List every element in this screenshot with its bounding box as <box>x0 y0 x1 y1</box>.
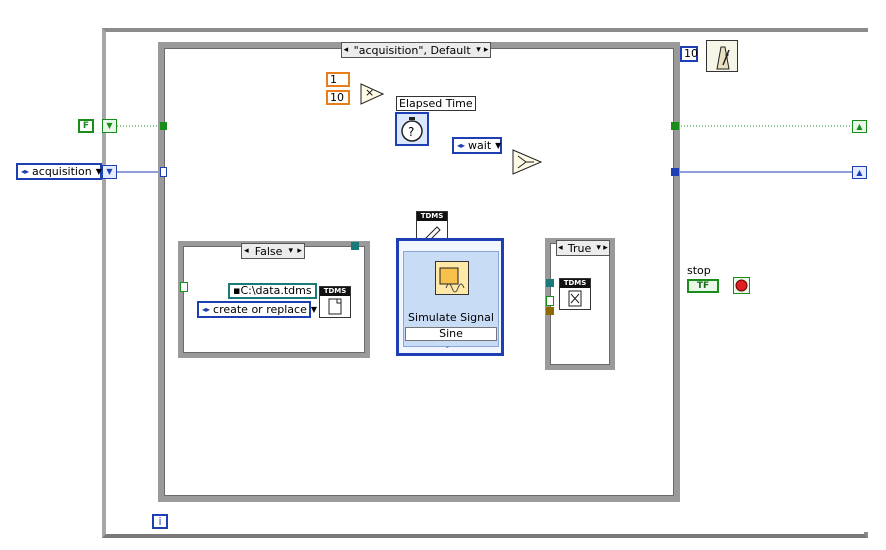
true-case-data-tunnel <box>546 307 554 315</box>
true-case-selector[interactable]: ◂ True ▾ ▸ <box>556 240 610 256</box>
outer-case-selector-label: "acquisition", Default <box>353 43 471 57</box>
case-tunnel-enum-right <box>671 168 679 176</box>
enum-updown-icon[interactable]: ◂▸ <box>202 305 211 314</box>
state-enum-constant[interactable]: ◂▸ acquisition ▼ <box>16 163 102 180</box>
true-case-refnum-tunnel <box>546 279 554 287</box>
chevron-down-icon[interactable]: ▼ <box>495 141 502 150</box>
selector-arrows-icon[interactable]: ◂ <box>343 45 349 55</box>
tdms-open-header: TDMS <box>320 287 350 296</box>
false-case-selector-tunnel <box>180 282 188 292</box>
multiply-node[interactable]: × <box>360 83 385 105</box>
false-case-label: False <box>254 244 283 258</box>
wait-enum-constant[interactable]: ◂▸ wait ▼ <box>452 137 502 154</box>
enum-updown-icon[interactable]: ◂▸ <box>21 167 30 176</box>
outer-case-selector[interactable]: ◂ "acquisition", Default ▾ ▸ <box>341 42 491 58</box>
shift-register-bool-icon[interactable]: ▼ <box>102 119 117 133</box>
wait-enum-value: wait <box>468 139 492 152</box>
chevron-down-icon[interactable]: ▼ <box>95 167 102 176</box>
file-path-constant[interactable]: ▪C:\data.tdms <box>228 283 317 299</box>
case-selector-tunnel <box>160 167 167 177</box>
chevron-down-icon[interactable]: ▾ <box>596 243 601 253</box>
chevron-down-icon[interactable]: ▼ <box>310 305 317 314</box>
chevron-down-icon[interactable]: ▾ <box>288 246 294 256</box>
svg-text:?: ? <box>408 125 414 139</box>
metronome-icon[interactable] <box>706 40 738 72</box>
tdms-write-header: TDMS <box>417 212 447 221</box>
file-operation-enum[interactable]: ◂▸ create or replace ▼ <box>197 301 317 318</box>
simulate-signal-icon <box>435 261 469 295</box>
selector-next-icon[interactable]: ▸ <box>603 243 608 253</box>
stop-terminal[interactable]: TF <box>687 279 719 293</box>
true-case-label: True <box>567 241 592 255</box>
numeric-constant-1[interactable]: 1 <box>326 72 350 87</box>
case-tunnel-bool-left <box>160 122 167 130</box>
tdms-close-header: TDMS <box>560 279 590 288</box>
chevron-down-icon[interactable]: ▾ <box>476 45 481 55</box>
iteration-icon[interactable]: i <box>152 514 168 529</box>
tdms-open-icon[interactable]: TDMS <box>319 286 351 318</box>
multiply-operator: × <box>365 86 375 99</box>
false-case-selector[interactable]: ◂ False ▾ ▸ <box>241 243 305 259</box>
numeric-constant-10[interactable]: 10 <box>326 90 350 105</box>
boolean-constant[interactable]: F <box>78 119 94 133</box>
stop-label: stop <box>687 264 711 277</box>
shift-register-enum-icon[interactable]: ▼ <box>102 165 117 179</box>
path-icon: ▪ <box>233 284 241 297</box>
stopwatch-icon[interactable]: ? <box>395 112 429 146</box>
selector-arrows-icon[interactable]: ◂ <box>558 243 563 253</box>
select-node[interactable] <box>512 149 543 175</box>
selector-arrows-icon[interactable]: ◂ <box>244 246 249 256</box>
file-operation-value: create or replace <box>213 303 307 316</box>
simulate-signal-title: Simulate Signal <box>408 311 494 324</box>
elapsed-time-label: Elapsed Time <box>396 96 476 111</box>
simulate-signal-express-vi[interactable]: Simulate Signal Sine ⌄ <box>396 238 504 356</box>
selector-next-icon[interactable]: ▸ <box>483 45 489 55</box>
refnum-tunnel <box>351 242 359 250</box>
expand-arrow-icon[interactable]: ⌄ <box>444 341 451 350</box>
wait-ms-constant[interactable]: 10 <box>680 46 698 62</box>
case-tunnel-bool-right <box>671 122 679 130</box>
true-case-selector-tunnel <box>546 296 554 306</box>
tdms-close-icon[interactable]: TDMS <box>559 278 591 310</box>
selector-next-icon[interactable]: ▸ <box>297 246 302 256</box>
simulate-signal-type[interactable]: Sine <box>405 327 497 341</box>
file-path-value: C:\data.tdms <box>240 284 312 297</box>
enum-updown-icon[interactable]: ◂▸ <box>457 141 466 150</box>
state-enum-value: acquisition <box>32 165 92 178</box>
shift-register-bool-right-icon[interactable]: ▲ <box>852 120 867 133</box>
stop-icon[interactable] <box>733 277 750 294</box>
while-loop-stub <box>862 32 868 532</box>
shift-register-enum-right-icon[interactable]: ▲ <box>852 166 867 179</box>
